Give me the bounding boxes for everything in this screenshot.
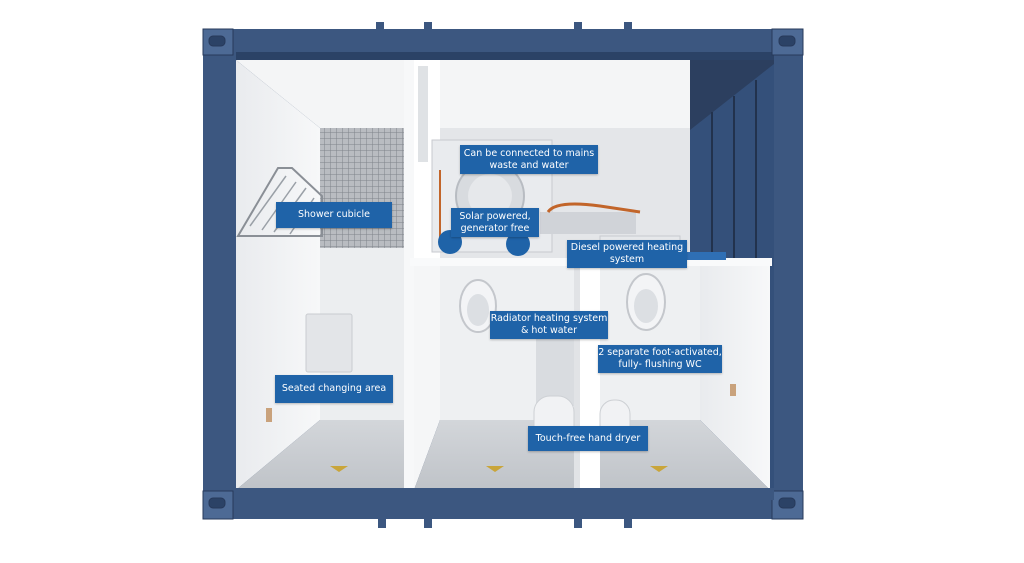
label-text-line: Can be connected to mains <box>463 147 595 159</box>
label-foot-activated-wc: 2 separate foot-activated, fully- flushi… <box>598 345 722 373</box>
label-text-line: Shower cubicle <box>297 209 371 220</box>
container-pins-top <box>376 22 632 32</box>
left-compartment <box>236 60 410 490</box>
label-text-line: system <box>609 254 645 265</box>
label-radiator-heating: Radiator heating system & hot water <box>490 311 608 339</box>
label-text-line: fully- flushing WC <box>618 359 702 370</box>
label-text-line: Seated changing area <box>281 383 387 394</box>
middle-stall <box>414 266 574 490</box>
floor-sill <box>236 488 774 500</box>
label-diesel-heating: Diesel powered heating system <box>567 240 687 268</box>
label-text-line: Touch-free hand dryer <box>535 432 641 444</box>
label-text-line: Solar powered, <box>459 210 531 222</box>
label-touch-free-hand-dryer: Touch-free hand dryer <box>528 426 648 451</box>
corner-castings <box>202 28 804 520</box>
label-text-line: waste and water <box>489 159 569 171</box>
label-shower-cubicle: Shower cubicle <box>276 202 392 228</box>
label-text-line: & hot water <box>520 325 578 336</box>
label-text-line: Diesel powered heating <box>570 242 684 253</box>
label-seated-changing-area: Seated changing area <box>275 375 393 403</box>
label-mains-connection: Can be connected to mains waste and wate… <box>460 145 598 174</box>
right-stall <box>600 266 770 490</box>
label-text-line: 2 separate foot-activated, <box>598 347 722 358</box>
label-text-line: Radiator heating system <box>490 313 608 324</box>
label-solar-powered: Solar powered, generator free <box>451 208 539 237</box>
label-text-line: generator free <box>460 222 530 234</box>
container-pins-bottom <box>378 516 632 528</box>
